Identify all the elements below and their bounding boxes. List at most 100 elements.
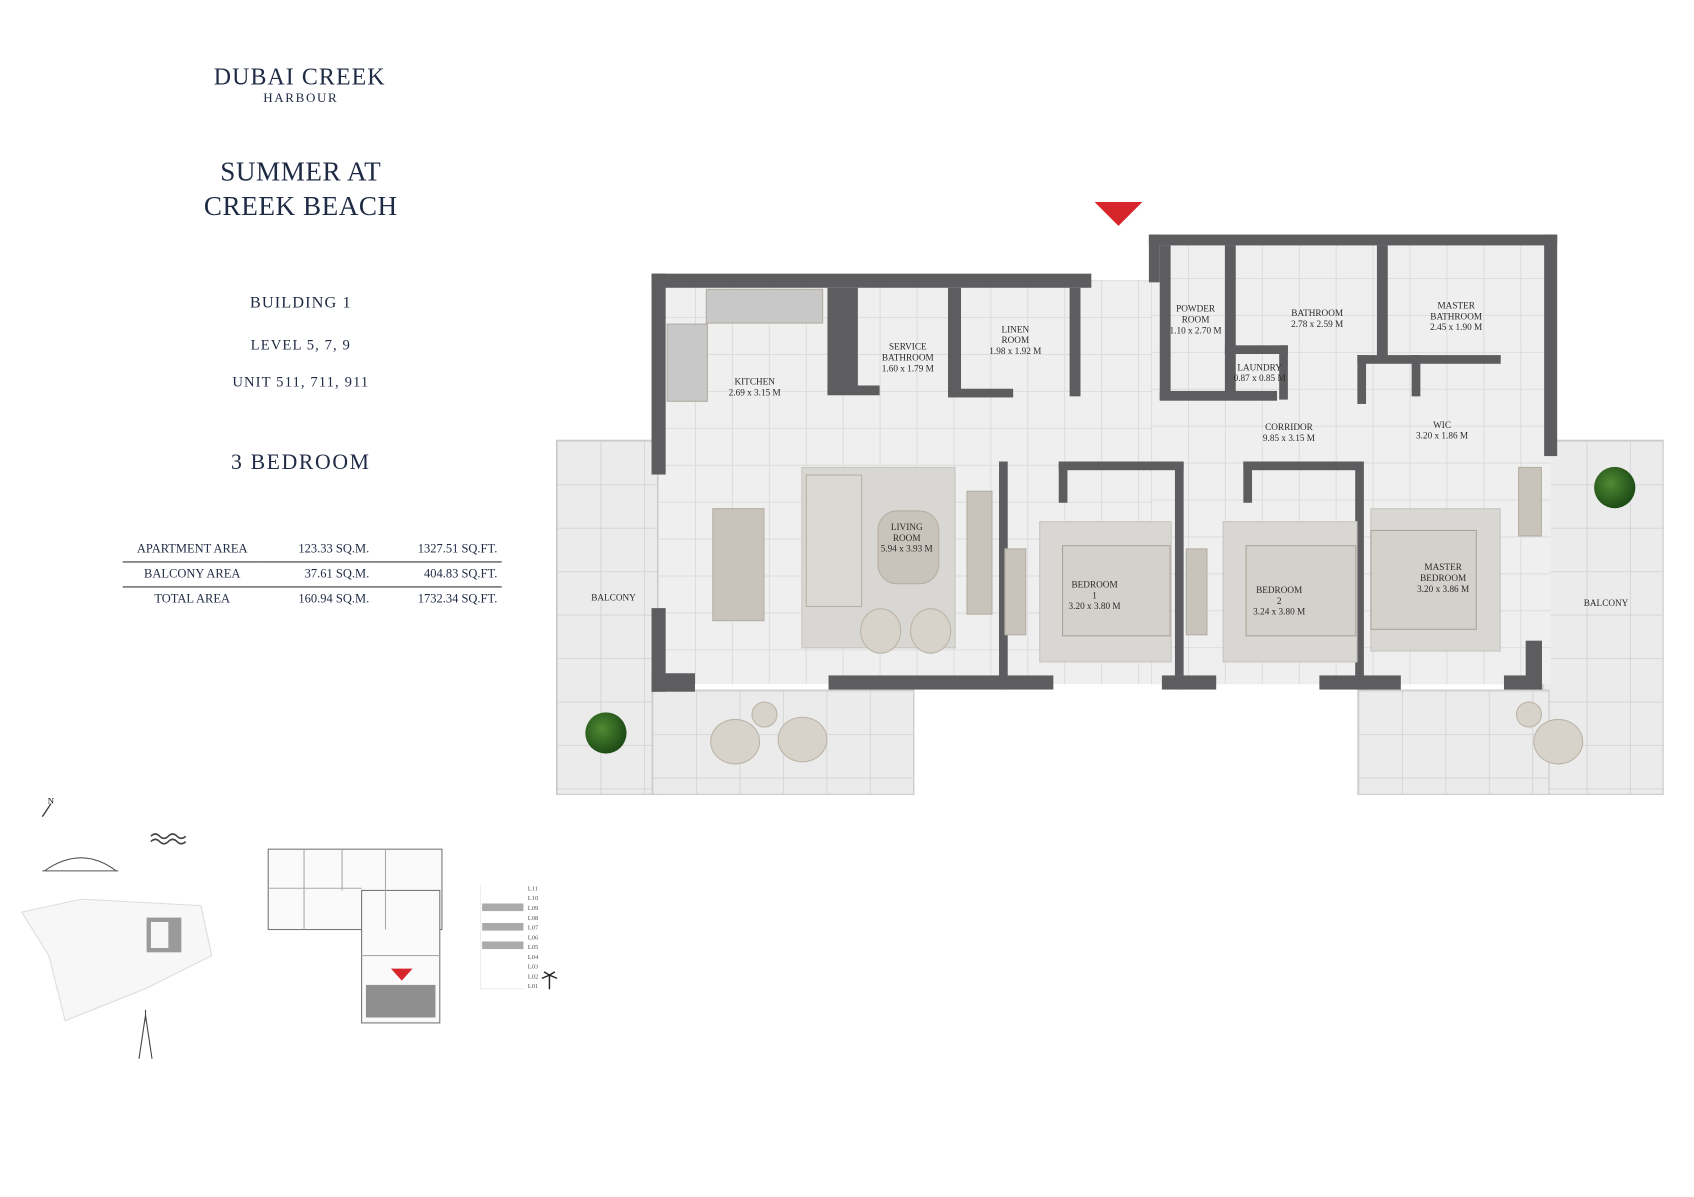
- area-label: TOTAL AREA: [122, 586, 262, 612]
- level-label: L03: [527, 964, 539, 971]
- room-master-bedroom-part: 3.20 x 3.86 M: [1417, 583, 1470, 594]
- level-indicator-part: [482, 923, 524, 931]
- plant-icon: [585, 712, 627, 754]
- walls-part: [828, 675, 1054, 690]
- master-bed: [1370, 529, 1477, 630]
- walls-part: [1243, 461, 1253, 503]
- area-sqm: 160.94 SQ.M.: [261, 586, 374, 612]
- balcony-chair: [710, 718, 761, 765]
- site-map-part: [150, 921, 169, 948]
- room-living-part: 5.94 x 3.93 M: [880, 542, 933, 554]
- walls-part: [651, 608, 666, 692]
- unit-highlight: [365, 984, 436, 1018]
- level-label: L05: [527, 944, 539, 952]
- walls-part: [1069, 287, 1081, 397]
- level-label: LEVEL 5, 7, 9: [250, 336, 351, 353]
- bridge-icon-part: [44, 857, 117, 872]
- room-bedroom1-part: BEDROOM: [1071, 578, 1118, 590]
- bedroom2-bed: [1245, 545, 1357, 637]
- palm-tree-icon: [541, 971, 558, 990]
- site-map: N: [20, 796, 213, 1059]
- room-master-bathroom-part: MASTER: [1437, 299, 1475, 311]
- room-bedroom2-part: 2: [1276, 595, 1282, 606]
- area-sqft: 404.83 SQ.FT.: [373, 561, 502, 587]
- walls-part: [1411, 355, 1421, 397]
- walls-part: [1058, 461, 1184, 471]
- kitchen-side-counter: [666, 323, 709, 402]
- plant-icon: [1594, 466, 1636, 509]
- balcony-side-table: [1515, 701, 1542, 728]
- walls-part: [1161, 675, 1217, 690]
- walls-part: [827, 287, 858, 394]
- room-master-bathroom-part: BATHROOM: [1430, 310, 1483, 322]
- room-master-bedroom-part: MASTER: [1424, 561, 1462, 573]
- level-label: L11: [527, 886, 539, 893]
- compass-label: N: [48, 796, 55, 806]
- compass-north-icon-part: [41, 803, 52, 817]
- walls-part: [1525, 640, 1542, 690]
- walls-part: [1544, 234, 1558, 457]
- building-label: BUILDING 1: [249, 294, 352, 312]
- walls-part: [1224, 345, 1288, 355]
- room-laundry-part: 0.87 x 0.85 M: [1233, 372, 1286, 384]
- room-kitchen-part: 2.69 x 3.15 M: [728, 386, 781, 398]
- unit-label: UNIT 511, 711, 911: [232, 373, 370, 390]
- key-plan: [267, 848, 443, 1024]
- project-title: SUMMER AT CREEK BEACH: [204, 155, 398, 224]
- dresser: [1518, 466, 1542, 537]
- balcony-left-area: [555, 439, 659, 795]
- armchair: [909, 608, 952, 654]
- room-balcony-right: BALCONY: [1583, 597, 1629, 609]
- project-title-line2: CREEK BEACH: [203, 192, 398, 222]
- tower-icon-part: [138, 1015, 153, 1059]
- walls-part: [1243, 461, 1363, 471]
- room-wic-part: WIC: [1433, 419, 1452, 431]
- bedroom-count: 3 BEDROOM: [231, 450, 371, 475]
- level-label: L08: [527, 915, 539, 922]
- walls-part: [1174, 461, 1184, 690]
- level-indicator-part: [482, 903, 524, 912]
- armchair: [860, 608, 902, 654]
- room-bedroom2-part: BEDROOM: [1256, 584, 1303, 596]
- room-bathroom-part: BATHROOM: [1291, 307, 1344, 319]
- coffee-table: [877, 510, 940, 585]
- balcony-chair: [777, 716, 828, 763]
- room-kitchen-part: KITCHEN: [734, 375, 775, 387]
- kitchen-counter: [705, 288, 824, 324]
- level-label: L01: [527, 983, 539, 991]
- room-bedroom2-part: 3.24 x 3.80 M: [1253, 605, 1306, 617]
- room-bedroom1-part: 3.20 x 3.80 M: [1068, 600, 1121, 612]
- walls-part: [1159, 390, 1278, 401]
- room-laundry-part: LAUNDRY: [1237, 361, 1282, 373]
- waves-icon-part: [150, 838, 187, 845]
- walls-part: [947, 388, 1014, 398]
- walls-part: [947, 287, 962, 397]
- area-sqft: 1732.34 SQ.FT.: [373, 586, 502, 612]
- walls-part: [651, 273, 666, 475]
- level-indicator-part: [482, 941, 524, 950]
- room-powder-part: ROOM: [1181, 313, 1210, 325]
- entrance-arrow-icon-part: [1094, 201, 1143, 226]
- room-master-bathroom-part: 2.45 x 1.90 M: [1430, 321, 1483, 333]
- waves-icon: [150, 833, 187, 845]
- area-sqm: 37.61 SQ.M.: [261, 561, 374, 587]
- area-sqft: 1327.51 SQ.FT.: [417, 542, 498, 556]
- room-corridor-part: CORRIDOR: [1265, 421, 1313, 433]
- balcony-chair: [1533, 718, 1584, 765]
- level-label: L06: [527, 934, 539, 942]
- room-bathroom-part: 2.78 x 2.59 M: [1291, 318, 1344, 330]
- desk: [1004, 548, 1027, 636]
- room-balcony-left: BALCONY: [591, 591, 636, 603]
